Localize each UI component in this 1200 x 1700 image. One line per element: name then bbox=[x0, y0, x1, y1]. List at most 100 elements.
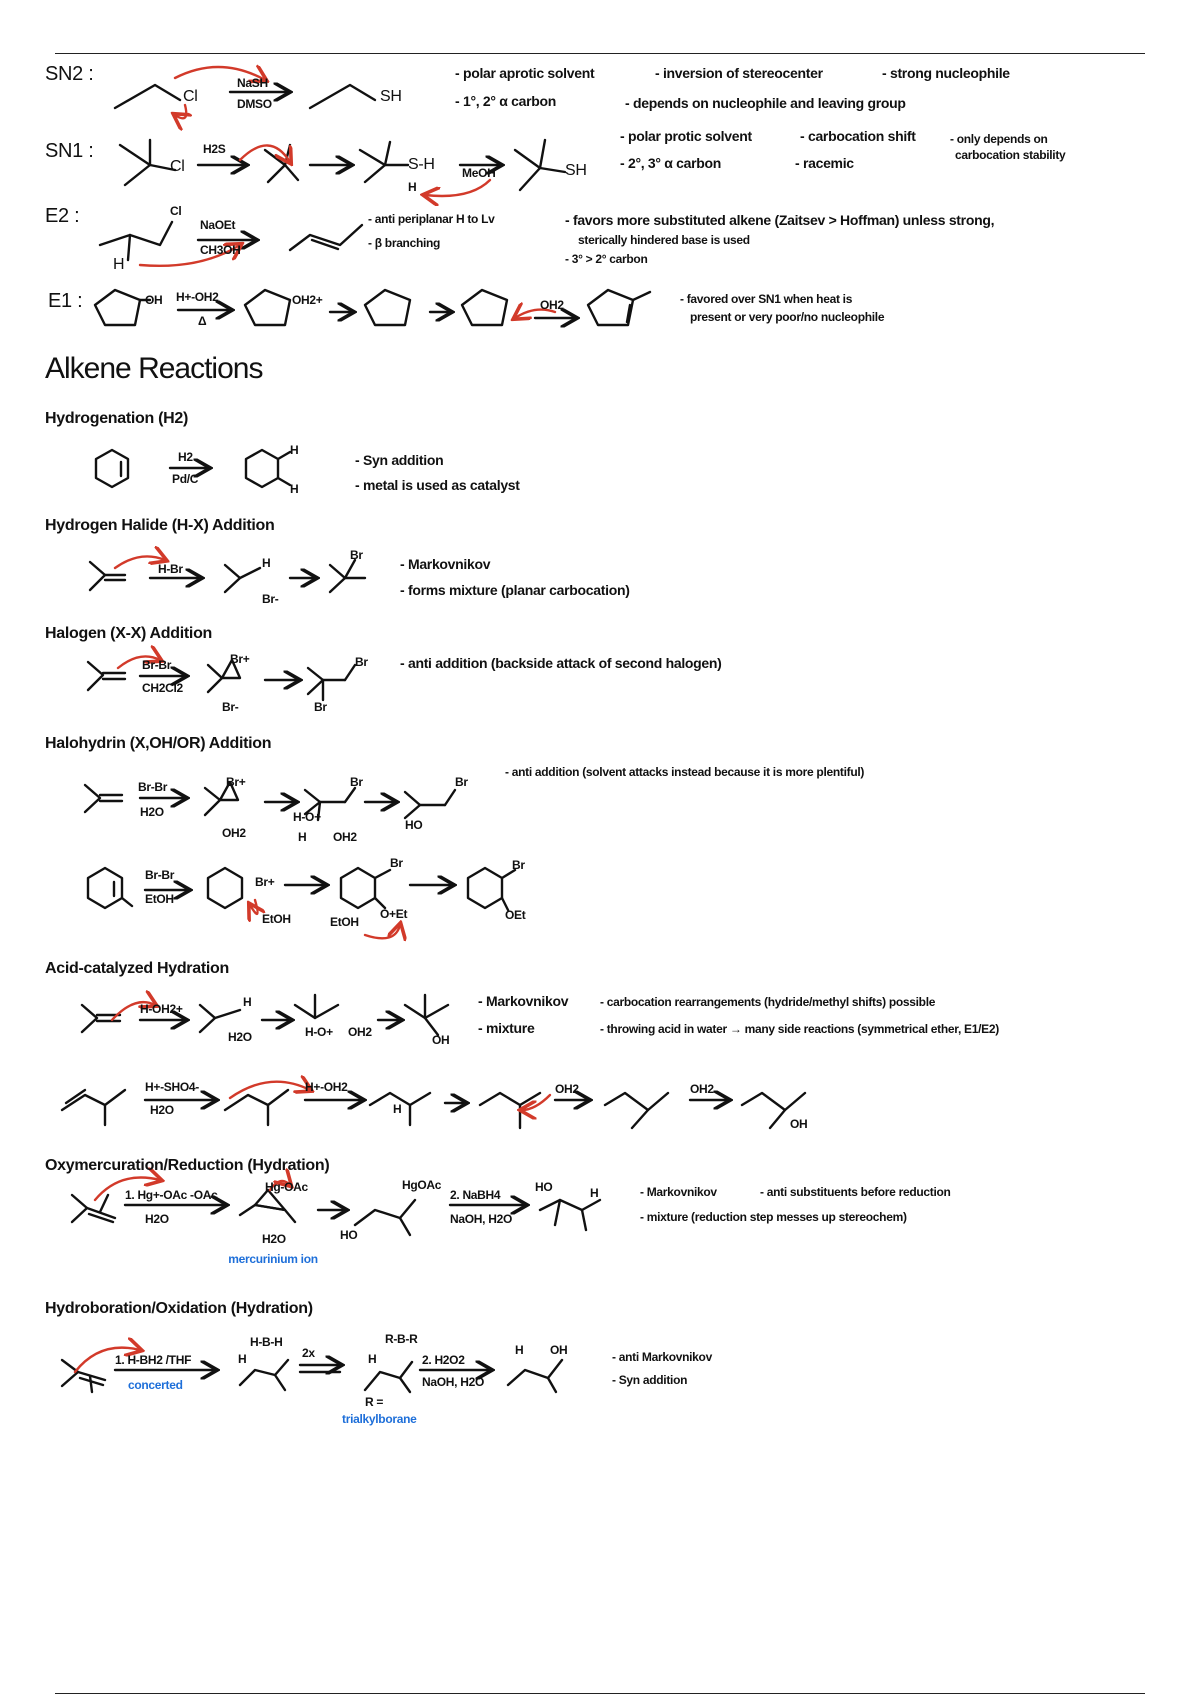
halohydrin-etoh-2: EtOH bbox=[330, 915, 359, 929]
oxymercuration-reagent: 1. Hg+-OAc -OAc bbox=[125, 1188, 218, 1202]
hydroboration-2x: 2x bbox=[302, 1346, 315, 1360]
halogen-bromonium: Br+ bbox=[230, 652, 250, 666]
e2-reagent: NaOEt bbox=[200, 218, 236, 232]
oxymercuration-note: - Markovnikov bbox=[640, 1185, 717, 1199]
halohydrin-oxonium-2: O+Et bbox=[380, 907, 408, 921]
acid-hydration-oh: OH bbox=[432, 1033, 450, 1047]
hydroboration-trialkyl: R-B-R bbox=[385, 1332, 418, 1346]
hydroboration-note: - anti Markovnikov bbox=[612, 1350, 712, 1364]
hydrohalide-bromide: Br- bbox=[262, 592, 279, 606]
hydrogenation-note: - Syn addition bbox=[355, 452, 444, 468]
sn2-note: - polar aprotic solvent bbox=[455, 65, 595, 81]
hydroboration-h-2: H bbox=[368, 1352, 377, 1366]
e2-note: sterically hindered base is used bbox=[578, 233, 750, 247]
e2-note: - β branching bbox=[368, 236, 441, 250]
halohydrin-br: Br bbox=[455, 775, 468, 789]
sn2-note: - strong nucleophile bbox=[882, 65, 1010, 81]
e1-reagent: H+-OH2 bbox=[176, 290, 219, 304]
hydrogenation-note: - metal is used as catalyst bbox=[355, 477, 520, 493]
e1-structures bbox=[93, 288, 652, 325]
acid-hydration-oh2: OH bbox=[790, 1117, 808, 1131]
hydroboration-borane: H-B-H bbox=[250, 1335, 283, 1349]
e2-structures bbox=[98, 220, 364, 268]
sn2-label: SN2 : bbox=[45, 63, 94, 85]
sn1-structures bbox=[118, 138, 567, 196]
hydrohalide-br: Br bbox=[350, 548, 363, 562]
halohydrin-h: H bbox=[298, 830, 307, 844]
hydrohalide-h: H bbox=[262, 556, 271, 570]
hydrohalide-reagent: H-Br bbox=[158, 562, 183, 576]
sn1-note: - only depends on bbox=[950, 132, 1048, 146]
trialkylborane-annotation: trialkylborane bbox=[342, 1412, 417, 1426]
sn1-note: carbocation stability bbox=[955, 148, 1066, 162]
halohydrin-br: Br bbox=[512, 858, 525, 872]
sn2-solvent: DMSO bbox=[237, 97, 272, 111]
sn1-note: - carbocation shift bbox=[800, 128, 916, 144]
oxymercuration-note: - mixture (reduction step messes up ster… bbox=[640, 1210, 907, 1224]
acid-hydration-h: H bbox=[243, 995, 252, 1009]
concerted-annotation: concerted bbox=[128, 1378, 183, 1392]
hydrohalide-note: - Markovnikov bbox=[400, 556, 491, 572]
acid-hydration-water3: OH2 bbox=[555, 1082, 579, 1096]
e1-note: present or very poor/no nucleophile bbox=[690, 310, 885, 324]
hydroboration-oh: OH bbox=[550, 1343, 568, 1357]
alkene-reactions-heading: Alkene Reactions bbox=[45, 352, 263, 385]
halogen-bromide: Br- bbox=[222, 700, 239, 714]
e2-label: E2 : bbox=[45, 205, 80, 227]
e1-note: - favored over SN1 when heat is bbox=[680, 292, 853, 306]
halogen-structures bbox=[86, 656, 357, 702]
e2-solvent: CH3OH bbox=[200, 243, 241, 257]
oxymercuration-water: H2O bbox=[262, 1232, 286, 1246]
hydrogenation-h: H bbox=[290, 482, 299, 496]
mercurinium-ion-annotation: mercurinium ion bbox=[228, 1252, 318, 1266]
oxymercuration-ho-2: HO bbox=[535, 1180, 553, 1194]
halohydrin-solvent-2: EtOH bbox=[145, 892, 174, 906]
oxymercuration-hgoac-2: HgOAc bbox=[402, 1178, 442, 1192]
halogen-reagent: Br-Br bbox=[142, 658, 172, 672]
top-rule bbox=[55, 53, 1145, 54]
halohydrin-note: - anti addition (solvent attacks instead… bbox=[505, 765, 865, 779]
halohydrin-reagent-2: Br-Br bbox=[145, 868, 175, 882]
acid-hydration-note: - mixture bbox=[478, 1020, 535, 1036]
hydrogenation-structures bbox=[94, 448, 292, 489]
halohydrin-bromonium: Br+ bbox=[226, 775, 246, 789]
acid-hydration-reagent-3: H+-OH2 bbox=[305, 1080, 348, 1094]
e2-leaving-group: Cl bbox=[170, 204, 182, 218]
e1-label: E1 : bbox=[48, 290, 83, 312]
hydroboration-structures bbox=[60, 1348, 564, 1394]
halohydrin-br: Br bbox=[350, 775, 363, 789]
halohydrin-ho: HO bbox=[405, 818, 423, 832]
oxymercuration-ho: HO bbox=[340, 1228, 358, 1242]
hydrohalide-title: Hydrogen Halide (H-X) Addition bbox=[45, 517, 275, 534]
halohydrin-etoh: EtOH bbox=[262, 912, 291, 926]
halohydrin-oet: OEt bbox=[505, 908, 526, 922]
sn1-label: SN1 : bbox=[45, 140, 94, 162]
sn1-intermediate: S-H bbox=[408, 156, 435, 173]
halohydrin-title: Halohydrin (X,OH/OR) Addition bbox=[45, 735, 272, 752]
hydroboration-h-3: H bbox=[515, 1343, 524, 1357]
hydrogenation-h: H bbox=[290, 443, 299, 457]
halohydrin-water2: OH2 bbox=[333, 830, 357, 844]
e2-note: - anti periplanar H to Lv bbox=[368, 212, 495, 226]
sn2-reagent: NaSH bbox=[237, 76, 268, 90]
e1-intermediate: OH2+ bbox=[292, 293, 323, 307]
oxymercuration-h: H bbox=[590, 1186, 599, 1200]
halogen-br: Br bbox=[355, 655, 368, 669]
oxymercuration-note: - anti substituents before reduction bbox=[760, 1185, 951, 1199]
oxymercuration-solvent: H2O bbox=[145, 1212, 169, 1226]
halohydrin-reagent: Br-Br bbox=[138, 780, 168, 794]
sn2-structures bbox=[113, 67, 377, 118]
sn2-product-group: SH bbox=[380, 88, 402, 105]
acid-hydration-oxonium: H-O+ bbox=[305, 1025, 333, 1039]
acid-hydration-title: Acid-catalyzed Hydration bbox=[45, 960, 229, 977]
sn2-leaving-group: Cl bbox=[183, 88, 198, 105]
sn1-note: - racemic bbox=[795, 155, 854, 171]
acid-hydration-water2: OH2 bbox=[348, 1025, 372, 1039]
halohydrin-water: OH2 bbox=[222, 826, 246, 840]
sn1-note: - 2°, 3° α carbon bbox=[620, 155, 722, 171]
halogen-br: Br bbox=[314, 700, 327, 714]
e2-note: - 3° > 2° carbon bbox=[565, 252, 648, 266]
hydroboration-note: - Syn addition bbox=[612, 1373, 688, 1387]
sn2-note: - 1°, 2° α carbon bbox=[455, 93, 557, 109]
hydroboration-title: Hydroboration/Oxidation (Hydration) bbox=[45, 1300, 313, 1317]
